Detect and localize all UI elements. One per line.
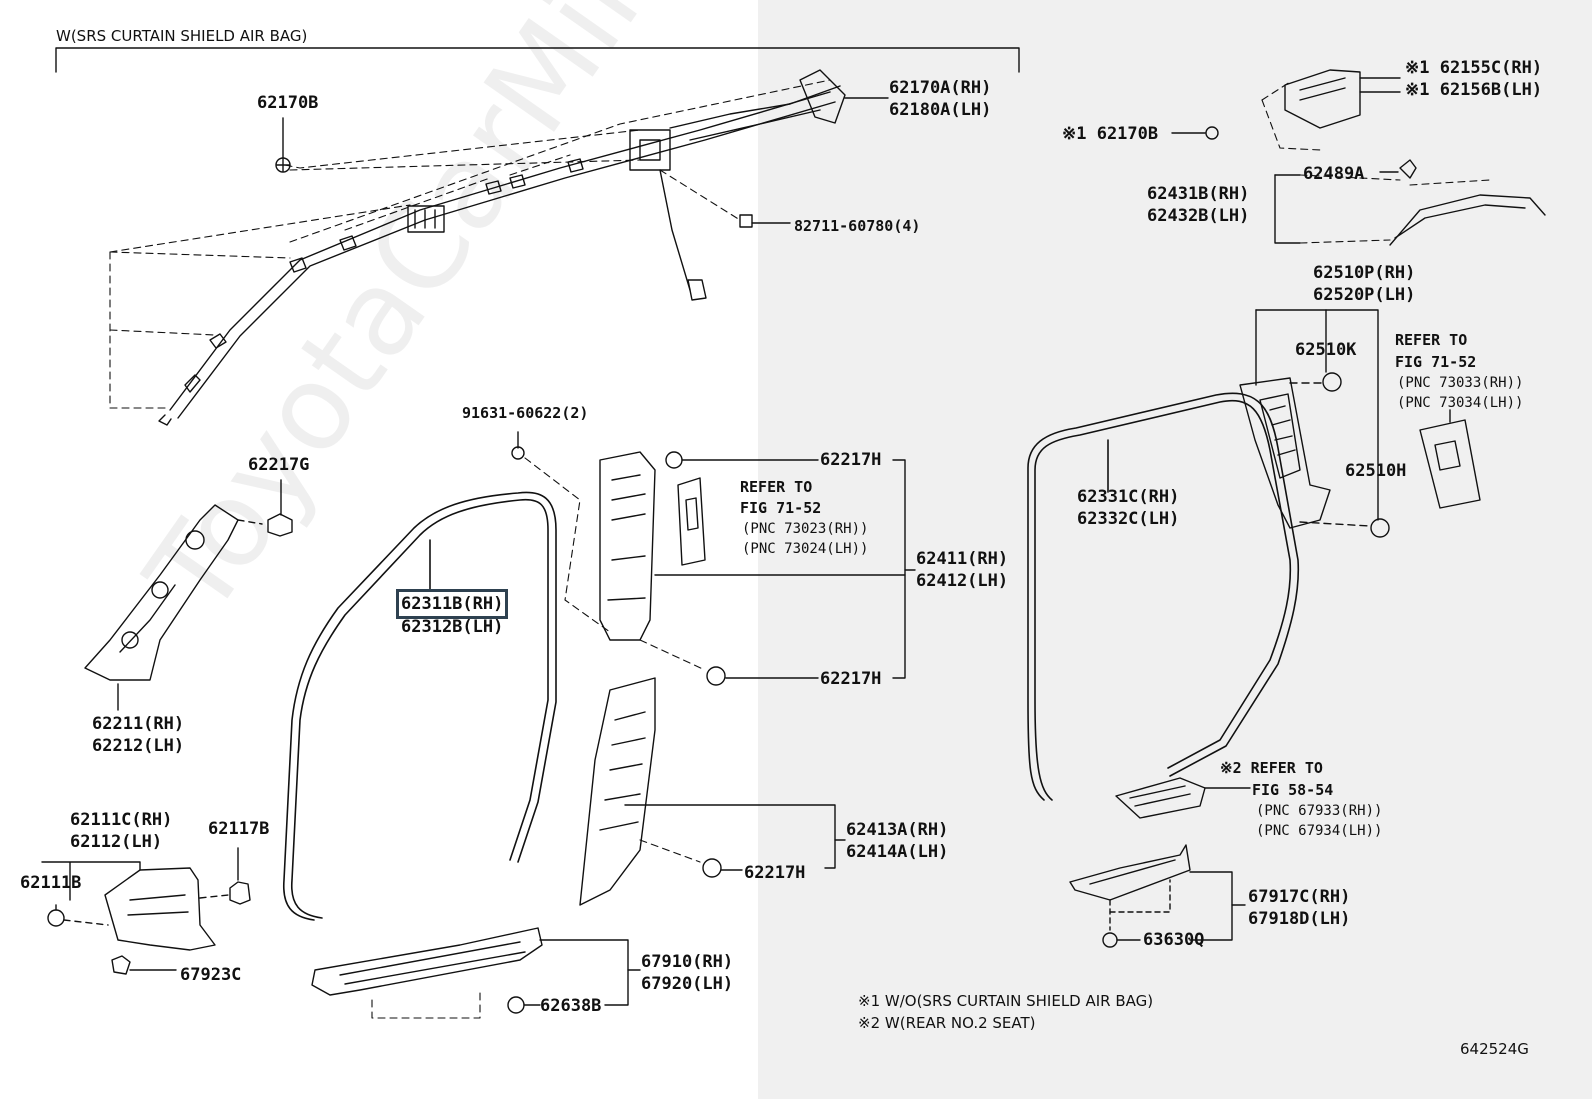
label-62217h-top: 62217H — [820, 450, 882, 470]
clip-62170b-right — [1171, 126, 1219, 140]
label-62170b: 62170B — [257, 93, 319, 113]
pillar-62413a — [579, 677, 846, 906]
part-62431b-dashed — [1299, 174, 1491, 244]
label-62117b: 62117B — [208, 819, 270, 839]
kick-panel-62111c — [41, 847, 251, 975]
curtain-airbag-dashed-guides — [109, 79, 831, 409]
ref-part-73033 — [1419, 409, 1481, 509]
label-62217h-bottom: 62217H — [744, 863, 806, 883]
ref-fig-58-54-a: ※2 REFER TO — [1220, 759, 1323, 777]
part-62431b — [1274, 159, 1546, 246]
diagram-shaded-panel — [758, 0, 1592, 1099]
ref-fig-71-52-c: REFER TO — [740, 478, 813, 496]
ref-part-73023 — [677, 477, 706, 566]
ref-pnc-67934: (PNC 67934(LH)) — [1256, 823, 1383, 839]
label-67917c: 67917C(RH) — [1248, 887, 1351, 907]
label-62217h-mid: 62217H — [820, 669, 882, 689]
ref-fig-71-52-a: REFER TO — [1395, 331, 1468, 349]
label-62411: 62411(RH) — [916, 549, 1009, 569]
pillar-62510p — [1239, 309, 1390, 538]
label-62638b: 62638B — [540, 996, 602, 1016]
label-62170a-rh: 62170A(RH) — [889, 78, 992, 98]
screw-91631 — [511, 431, 611, 633]
label-62510p: 62510P(RH) — [1313, 263, 1416, 283]
label-62414a: 62414A(LH) — [846, 842, 949, 862]
footnote-1: ※1 W/O(SRS CURTAIN SHIELD AIR BAG) — [858, 992, 1154, 1010]
label-67923c: 67923C — [180, 965, 242, 985]
ref-pnc-73023: (PNC 73023(RH)) — [742, 521, 869, 537]
ref-fig-58-54-b: FIG 58-54 — [1252, 781, 1334, 799]
ref-part-67933 — [1115, 777, 1251, 819]
label-62431b: 62431B(RH) — [1147, 184, 1250, 204]
clip-62170b — [275, 117, 291, 173]
pillar-62211 — [84, 479, 293, 711]
label-62432b: 62432B(LH) — [1147, 206, 1250, 226]
bracket-dashed-guides — [1261, 81, 1321, 151]
bracket-62155c — [1284, 69, 1401, 129]
label-62180a-lh: 62180A(LH) — [889, 100, 992, 120]
label-62311b-highlighted: 62311B(RH) — [395, 589, 509, 619]
diagram-title: W(SRS CURTAIN SHIELD AIR BAG) — [56, 27, 308, 45]
label-67918d: 67918D(LH) — [1248, 909, 1351, 929]
label-67910: 67910(RH) — [641, 952, 734, 972]
label-62112: 62112(LH) — [70, 832, 163, 852]
label-62331c: 62331C(RH) — [1077, 487, 1180, 507]
label-62520p: 62520P(LH) — [1313, 285, 1416, 305]
label-62212: 62212(LH) — [92, 736, 185, 756]
figure-id: 642524G — [1460, 1040, 1529, 1058]
label-62211: 62211(RH) — [92, 714, 185, 734]
label-63630q: 63630Q — [1143, 930, 1205, 950]
pillar-62411-upper — [599, 451, 916, 686]
label-62155c: ※1 62155C(RH) — [1405, 58, 1543, 78]
ref-pnc-73034: (PNC 73034(LH)) — [1397, 395, 1524, 411]
label-62489a: 62489A — [1303, 164, 1365, 184]
label-62111c: 62111C(RH) — [70, 810, 173, 830]
label-62217g: 62217G — [248, 455, 310, 475]
label-62170b-right: ※1 62170B — [1062, 124, 1159, 144]
clip-82711 — [739, 214, 791, 228]
ref-pnc-73024: (PNC 73024(LH)) — [742, 541, 869, 557]
ref-fig-71-52-d: FIG 71-52 — [740, 499, 822, 517]
header-bracket — [55, 47, 1020, 73]
label-62510k: 62510K — [1295, 340, 1357, 360]
label-62413a: 62413A(RH) — [846, 820, 949, 840]
ref-pnc-67933: (PNC 67933(RH)) — [1256, 803, 1383, 819]
ref-pnc-73033: (PNC 73033(RH)) — [1397, 375, 1524, 391]
label-62312b: 62312B(LH) — [401, 617, 504, 637]
curtain-airbag-part — [158, 69, 846, 426]
scuff-plate-67917c — [1069, 844, 1246, 948]
footnote-2: ※2 W(REAR NO.2 SEAT) — [858, 1014, 1036, 1032]
label-62412: 62412(LH) — [916, 571, 1009, 591]
label-62111b: 62111B — [20, 873, 82, 893]
label-62156b: ※1 62156B(LH) — [1405, 80, 1543, 100]
label-91631: 91631-60622(2) — [462, 404, 589, 422]
scuff-plate-67910 — [311, 927, 641, 1019]
label-82711: 82711-60780(4) — [794, 217, 921, 235]
label-62332c: 62332C(LH) — [1077, 509, 1180, 529]
label-62510h: 62510H — [1345, 461, 1407, 481]
weatherstrip-62331c — [1027, 392, 1300, 801]
label-67920: 67920(LH) — [641, 974, 734, 994]
ref-fig-71-52-b: FIG 71-52 — [1395, 353, 1477, 371]
weatherstrip-62311b — [283, 491, 557, 921]
